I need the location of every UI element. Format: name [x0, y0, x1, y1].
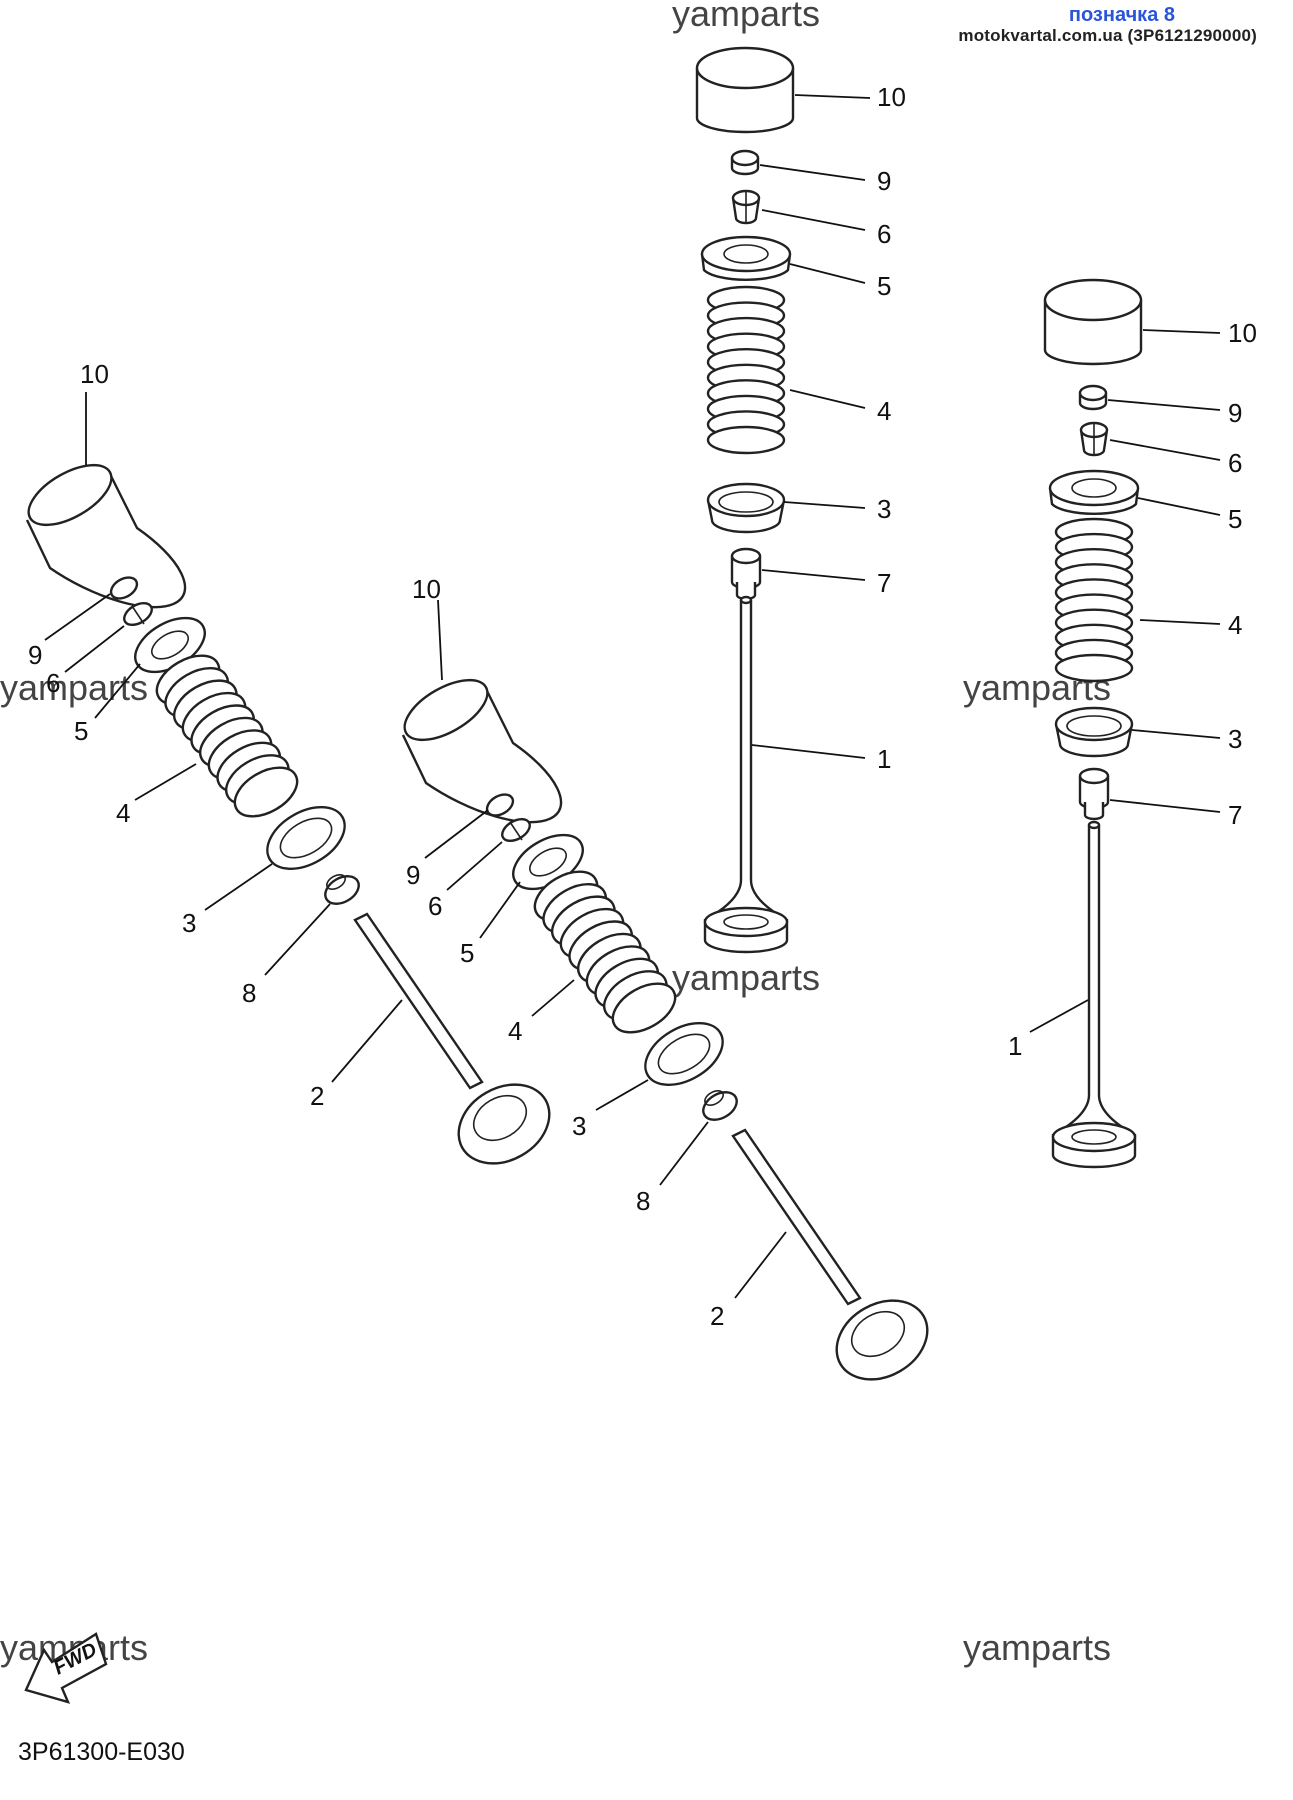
valve-stem-seal [702, 1089, 738, 1121]
valve-stem-seal [1078, 767, 1110, 821]
intake-valve [353, 912, 551, 1165]
valve-cotter [731, 189, 761, 225]
diagram-code: 3P61300-E030 [18, 1738, 185, 1766]
callout-7: 7 [1228, 800, 1242, 830]
valve-stem-seal [324, 873, 360, 905]
callout-3: 3 [572, 1111, 586, 1141]
valve-spring [1054, 517, 1134, 683]
valve-lifter [1043, 278, 1143, 366]
callout-10: 10 [412, 574, 441, 604]
spring-coil [611, 982, 677, 1034]
valve-cotter [501, 817, 531, 843]
exhaust-valve [1051, 820, 1137, 1169]
valve-spring-seat [266, 806, 346, 870]
valve-pad [730, 149, 760, 176]
valve-pad [109, 576, 139, 600]
callout-3: 3 [877, 494, 891, 524]
valve-spring-retainer [1048, 469, 1140, 516]
callout-9: 9 [877, 166, 891, 196]
callout-9: 9 [28, 640, 42, 670]
valve-assembly-left: 10 9 6 5 4 3 8 2 [25, 359, 551, 1165]
valve-lifter [25, 463, 187, 609]
callout-10: 10 [80, 359, 109, 389]
exhaust-valve [703, 595, 789, 954]
spring-coil [233, 766, 299, 818]
callout-10: 10 [1228, 318, 1257, 348]
callout-1: 1 [877, 744, 891, 774]
callout-2: 2 [310, 1081, 324, 1111]
valve-spring-retainer [700, 235, 792, 282]
callout-8: 8 [242, 978, 256, 1008]
callout-5: 5 [1228, 504, 1242, 534]
valve-assembly-top-center: 10 9 6 5 4 3 7 1 [695, 46, 906, 954]
spring-coil [1054, 653, 1134, 683]
callout-5: 5 [74, 716, 88, 746]
valve-stem-seal [730, 547, 762, 601]
callout-9: 9 [406, 860, 420, 890]
intake-valve [731, 1128, 929, 1381]
watermark: yamparts [0, 667, 148, 708]
callout-5: 5 [877, 271, 891, 301]
callout-6: 6 [46, 668, 60, 698]
marker-label: позначка 8 [1068, 4, 1175, 26]
spring-coil [706, 425, 786, 455]
valve-spring [706, 285, 786, 455]
watermark: yamparts [672, 0, 820, 34]
callout-6: 6 [1228, 448, 1242, 478]
valve-cotter [1079, 421, 1109, 457]
callout-7: 7 [877, 568, 891, 598]
callout-4: 4 [1228, 610, 1242, 640]
valve-assembly-center: 10 9 6 5 4 3 8 2 [401, 574, 929, 1381]
valve-pad [485, 793, 515, 817]
watermark: yamparts [672, 957, 820, 998]
callout-6: 6 [428, 891, 442, 921]
callout-3: 3 [1228, 724, 1242, 754]
callout-4: 4 [508, 1016, 522, 1046]
callout-6: 6 [877, 219, 891, 249]
source-label: motokvartal.com.ua (3P6121290000) [958, 26, 1257, 45]
valve-lifter [401, 678, 563, 824]
valve-spring [155, 654, 299, 818]
valve-spring-seat [644, 1022, 724, 1086]
callout-3: 3 [182, 908, 196, 938]
valve-spring-seat [1054, 706, 1134, 758]
callout-8: 8 [636, 1186, 650, 1216]
callout-4: 4 [877, 396, 891, 426]
callout-2: 2 [710, 1301, 724, 1331]
callout-5: 5 [460, 938, 474, 968]
valve-lifter [695, 46, 795, 134]
callout-4: 4 [116, 798, 130, 828]
watermark: yamparts [963, 1627, 1111, 1668]
valve-spring-seat [706, 482, 786, 534]
callout-9: 9 [1228, 398, 1242, 428]
valve-cotter [123, 601, 153, 627]
callout-10: 10 [877, 82, 906, 112]
callout-1: 1 [1008, 1031, 1022, 1061]
valve-spring [533, 870, 677, 1034]
valve-assembly-right: 10 9 6 5 4 3 7 1 [1008, 278, 1257, 1169]
valve-pad [1078, 384, 1108, 411]
